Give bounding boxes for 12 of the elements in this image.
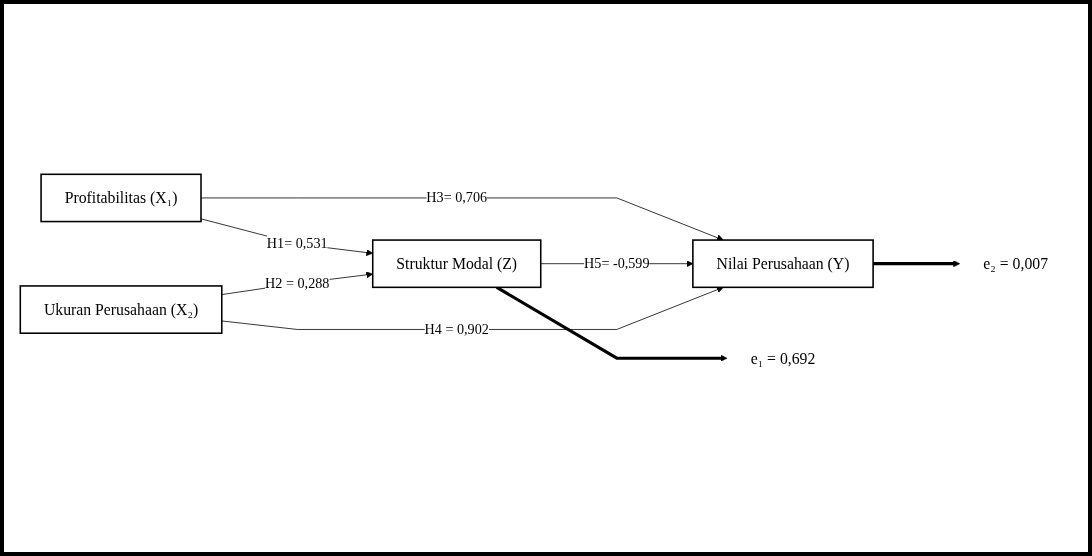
node-box: Nilai Perusahaan (Y) — [692, 239, 874, 289]
edge-label: H2 = 0,288 — [265, 275, 330, 291]
edge-label: H4 = 0,902 — [424, 321, 489, 337]
node-text: e₂ = 0,007 — [983, 254, 1049, 273]
node-text: e₁ = 0,692 — [750, 349, 816, 367]
node-box: Ukuran Perusahaan (X₂) — [19, 285, 223, 334]
arrow — [873, 260, 961, 268]
edge-label: H5= -0,599 — [584, 255, 650, 272]
edge-label: H1= 0,531 — [266, 235, 328, 252]
edge-label: H3= 0,706 — [426, 189, 488, 206]
node-box: Struktur Modal (Z) — [371, 239, 542, 289]
node-box: Profitabilitas (X₁) — [40, 173, 202, 223]
